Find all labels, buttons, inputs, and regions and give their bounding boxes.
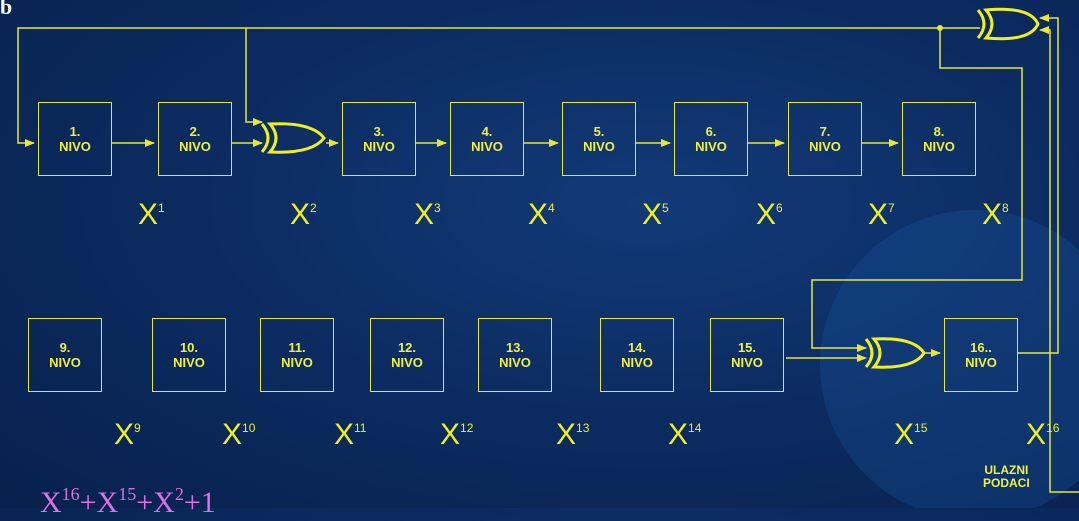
power-label: X7 [868,198,895,231]
level-box-3: 3.NIVO [342,102,416,176]
level-label: NIVO [583,139,615,154]
level-number: 6. [705,124,717,139]
level-box-4: 4.NIVO [450,102,524,176]
connection-lines [17,7,1079,508]
level-number: 1. [69,124,81,139]
level-label: NIVO [59,139,91,154]
level-box-8: 8.NIVO [902,102,976,176]
level-label: NIVO [621,355,653,370]
level-label: NIVO [965,355,997,370]
power-label: X14 [668,418,702,451]
level-number: 12. [397,340,417,355]
input-data-label: ULAZNI PODACI [983,464,1030,490]
power-label: X8 [982,198,1009,231]
level-box-14: 14.NIVO [600,318,674,392]
xor-gate-bottom [864,337,926,369]
level-label: NIVO [281,355,313,370]
level-box-15: 15.NIVO [710,318,784,392]
level-label: NIVO [49,355,81,370]
power-label: X12 [440,418,474,451]
power-label: X11 [334,418,367,451]
level-box-6: 6.NIVO [674,102,748,176]
level-label: NIVO [363,139,395,154]
level-label: NIVO [391,355,423,370]
level-number: 15. [737,340,757,355]
power-label: X6 [756,198,783,231]
level-box-10: 10.NIVO [152,318,226,392]
power-label: X16 [1026,418,1060,451]
level-label: NIVO [923,139,955,154]
power-label: X9 [114,418,141,451]
level-box-9: 9.NIVO [28,318,102,392]
level-box-12: 12.NIVO [370,318,444,392]
level-number: 11. [288,340,306,355]
xor-gate-top [976,7,1040,41]
level-box-1: 1.NIVO [38,102,112,176]
power-label: X4 [528,198,555,231]
level-label: NIVO [731,355,763,370]
power-label: X15 [894,418,928,451]
level-box-7: 7.NIVO [788,102,862,176]
power-label: X10 [222,418,256,451]
level-label: NIVO [499,355,531,370]
level-number: 4. [481,124,493,139]
power-label: X2 [290,198,317,231]
level-label: NIVO [179,139,211,154]
level-box-16: 16..NIVO [944,318,1018,392]
polynomial-formula: X16+X15+X2+1 [40,484,216,519]
globe-watermark [820,210,1079,508]
level-number: 13. [505,340,525,355]
corner-label: b [0,0,13,19]
level-label: NIVO [809,139,841,154]
level-number: 10. [179,340,199,355]
level-box-13: 13.NIVO [478,318,552,392]
level-label: NIVO [471,139,503,154]
level-number: 9. [59,340,71,355]
power-label: X1 [138,198,165,231]
power-label: X3 [414,198,441,231]
level-box-11: 11.NIVO [260,318,334,392]
level-number: 3. [373,124,385,139]
power-label: X13 [556,418,590,451]
level-label: NIVO [695,139,727,154]
level-number: 2. [189,124,201,139]
level-number: 8. [933,124,945,139]
level-box-5: 5.NIVO [562,102,636,176]
level-box-2: 2.NIVO [158,102,232,176]
level-number: 7. [819,124,831,139]
power-label: X5 [642,198,669,231]
input-label-line2: PODACI [983,476,1030,490]
level-label: NIVO [173,355,205,370]
level-number: 14. [627,340,647,355]
input-label-line1: ULAZNI [984,463,1029,477]
xor-gate-middle [260,122,326,154]
level-number: 16.. [970,340,992,355]
level-number: 5. [593,124,605,139]
